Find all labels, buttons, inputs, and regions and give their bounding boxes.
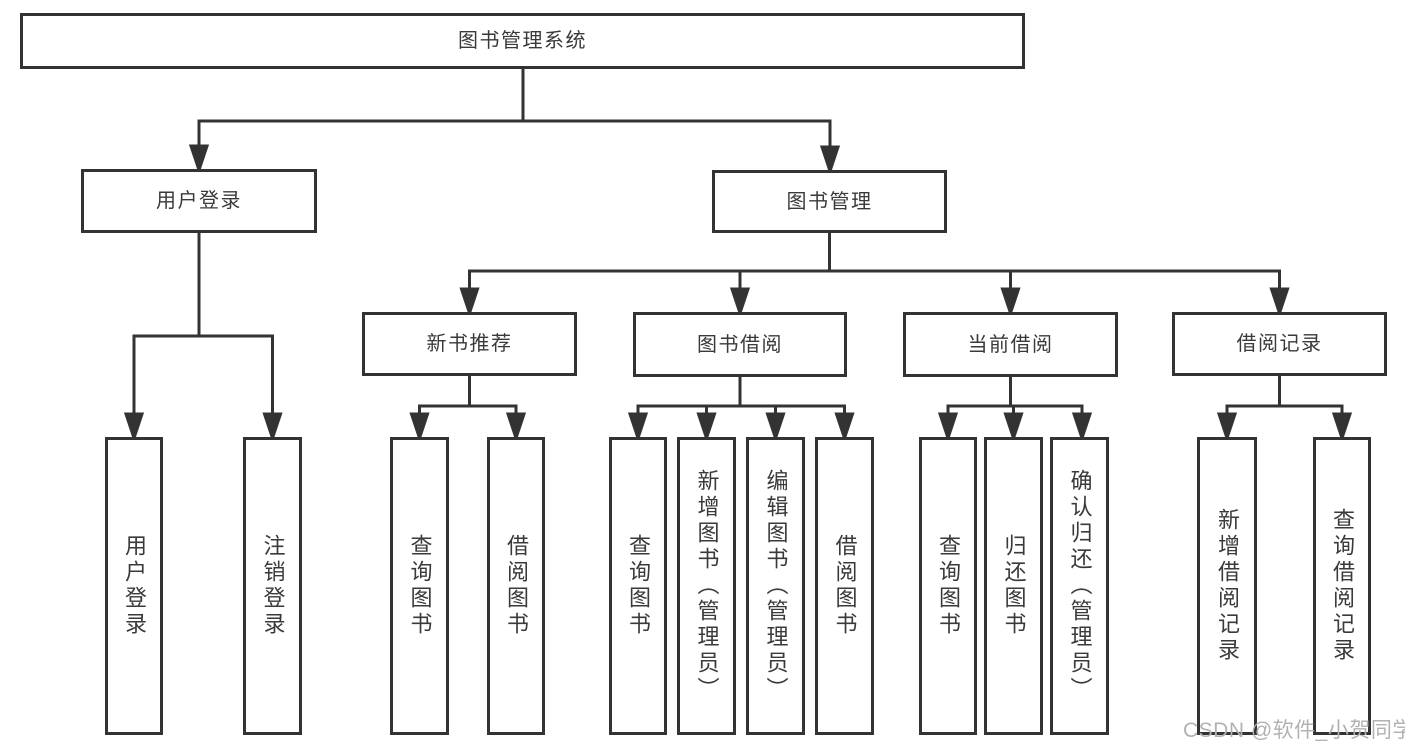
node-current-borrow-label: 当前借阅 [967, 333, 1054, 356]
leaf-current-query-books: 查询图书 [919, 437, 977, 735]
connector-lines [132, 67, 1344, 408]
node-book-borrow: 图书借阅 [633, 312, 847, 377]
node-book-management-label: 图书管理 [786, 190, 873, 213]
leaf-logout-label: 注销登录 [260, 534, 286, 638]
leaf-borrow-query-books: 查询图书 [609, 437, 667, 735]
leaf-borrow-add-books-admin-label: 新增图书（管理员） [694, 469, 720, 703]
leaf-current-confirm-return-admin-label: 确认归还（管理员） [1067, 469, 1093, 703]
node-user-login-label: 用户登录 [156, 190, 242, 212]
node-book-borrow-label: 图书借阅 [697, 333, 783, 356]
node-new-book-recommend: 新书推荐 [362, 312, 577, 376]
leaf-recommend-query-books-label: 查询图书 [407, 534, 433, 638]
leaf-borrow-add-books-admin: 新增图书（管理员） [677, 437, 736, 735]
leaf-borrow-borrow-books: 借阅图书 [815, 437, 874, 735]
node-current-borrow: 当前借阅 [903, 312, 1118, 377]
leaf-recommend-borrow-books-label: 借阅图书 [504, 534, 529, 638]
leaf-current-query-books-label: 查询图书 [936, 534, 961, 638]
leaf-current-return-books: 归还图书 [984, 437, 1043, 735]
leaf-recommend-borrow-books: 借阅图书 [487, 437, 545, 735]
node-root-label: 图书管理系统 [458, 30, 587, 52]
leaf-borrow-borrow-books-label: 借阅图书 [832, 534, 858, 638]
leaf-record-query-borrow-record: 查询借阅记录 [1313, 437, 1371, 735]
node-root: 图书管理系统 [20, 13, 1025, 69]
node-user-login: 用户登录 [81, 169, 317, 233]
leaf-recommend-query-books: 查询图书 [390, 437, 449, 735]
leaf-logout: 注销登录 [243, 437, 302, 735]
leaf-user-login: 用户登录 [105, 437, 163, 735]
leaf-current-confirm-return-admin: 确认归还（管理员） [1050, 437, 1109, 735]
node-book-management: 图书管理 [712, 170, 947, 233]
leaf-user-login-label: 用户登录 [122, 534, 147, 638]
leaf-borrow-edit-books-admin-label: 编辑图书（管理员） [763, 469, 789, 703]
leaf-current-return-books-label: 归还图书 [1001, 534, 1027, 638]
connector-arrows [123, 121, 1353, 443]
leaf-borrow-query-books-label: 查询图书 [626, 534, 651, 638]
node-new-book-recommend-label: 新书推荐 [426, 333, 513, 355]
leaf-record-add-borrow-record-label: 新增借阅记录 [1215, 508, 1240, 664]
csdn-watermark: CSDN @软件_小贺同学 [1183, 719, 1405, 742]
node-borrow-record-label: 借阅记录 [1236, 333, 1323, 355]
leaf-record-query-borrow-record-label: 查询借阅记录 [1330, 508, 1355, 664]
leaf-borrow-edit-books-admin: 编辑图书（管理员） [746, 437, 805, 735]
node-borrow-record: 借阅记录 [1172, 312, 1387, 376]
leaf-record-add-borrow-record: 新增借阅记录 [1197, 437, 1257, 735]
